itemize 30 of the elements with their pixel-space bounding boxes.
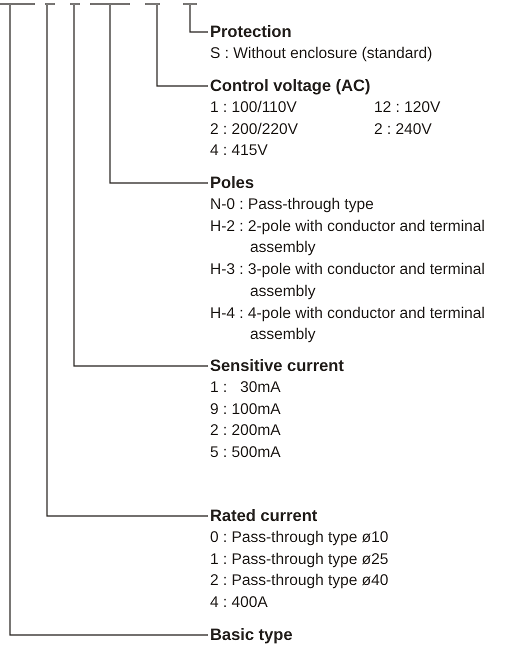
option-text: 1 : 100/110V [210,98,298,118]
leader-line [156,5,208,87]
option-text: 5 : 500mA [210,443,282,464]
option-text: 4 : 400A [210,593,269,614]
option-text: 0 : Pass-through type ø10 [210,528,390,548]
section-heading: Basic type [210,625,294,646]
option-text: 4 : 415V [210,141,269,162]
option-text: 2 : Pass-through type ø40 [210,571,390,592]
option-text: 1 : 30mA [210,378,282,398]
option-text: 2 : 200mA [210,421,282,442]
leader-line [46,5,208,517]
section-heading: Protection [210,22,293,43]
option-text: H-4 : 4-pole with conductor and terminal assembly [210,304,486,346]
option-text: H-2 : 2-pole with conductor and terminal assembly [210,216,486,258]
option-text: 9 : 100mA [210,400,282,420]
section-heading: Sensitive current [210,356,345,377]
option-text: S : Without enclosure (standard) [210,44,434,64]
option-text: 2 : 200/220V [210,120,299,140]
option-text: 2 : 240V [374,120,433,140]
leader-line [189,5,208,33]
leader-line [9,5,208,636]
section-heading: Rated current [210,506,318,527]
section-heading: Poles [210,173,256,194]
option-text: 12 : 120V [374,98,442,118]
leader-line [109,5,208,184]
section-heading: Control voltage (AC) [210,76,372,97]
option-text: 1 : Pass-through type ø25 [210,550,390,570]
leader-line [73,5,208,367]
option-text: N-0 : Pass-through type [210,195,375,215]
option-text: H-3 : 3-pole with conductor and terminal assembly [210,260,486,302]
